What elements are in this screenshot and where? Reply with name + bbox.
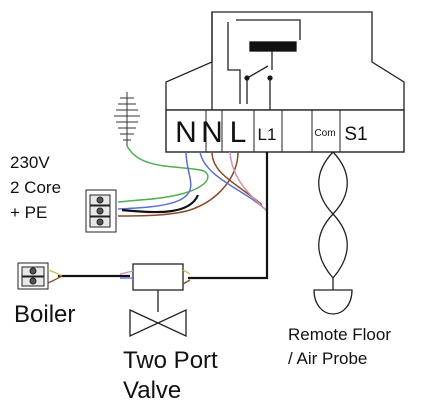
probe-twist-right bbox=[332, 151, 348, 279]
probe-sensor bbox=[313, 289, 353, 315]
relay-contact-left bbox=[244, 75, 250, 81]
relay-coil bbox=[249, 41, 297, 52]
internal-wire-2 bbox=[227, 22, 241, 104]
boiler-connector bbox=[17, 262, 49, 290]
probe-twist-left bbox=[318, 151, 334, 279]
thermostat-housing bbox=[165, 11, 405, 111]
valve-body bbox=[129, 308, 187, 338]
wire-earth bbox=[117, 145, 209, 203]
terminal-l-label: L bbox=[230, 116, 247, 149]
wire-pink bbox=[229, 151, 269, 213]
valve-actuator bbox=[132, 263, 184, 291]
relay-contact-right bbox=[267, 75, 273, 81]
terminal-block: N N L L1 Com S1 bbox=[165, 109, 405, 153]
boiler-label: Boiler bbox=[14, 301, 75, 328]
valve-label-line2: Valve bbox=[123, 377, 181, 404]
supply-black-cable bbox=[121, 194, 200, 214]
terminal-n1-label: N bbox=[175, 116, 197, 149]
terminal-com-label: Com bbox=[314, 128, 335, 139]
probe-label-line2: / Air Probe bbox=[288, 349, 367, 368]
supply-core-label: 2 Core bbox=[10, 178, 61, 197]
wire-neutral bbox=[117, 151, 192, 210]
terminal-s1-label: S1 bbox=[344, 124, 367, 145]
wire-live bbox=[117, 151, 239, 217]
valve-label-line1: Two Port bbox=[123, 347, 218, 374]
relay-switch-blade bbox=[248, 65, 269, 78]
internal-wire-3 bbox=[236, 19, 301, 40]
valve-wires bbox=[119, 269, 191, 285]
l1-to-valve-cable bbox=[188, 152, 269, 280]
probe-cable bbox=[318, 151, 348, 279]
thermostat-module bbox=[165, 11, 405, 112]
supply-wires bbox=[117, 145, 269, 217]
two-port-valve bbox=[129, 263, 187, 338]
probe-label-line1: Remote Floor bbox=[288, 325, 391, 344]
boiler-wires bbox=[47, 269, 63, 284]
black-cables bbox=[58, 152, 269, 280]
terminal-n2-label: N bbox=[201, 116, 223, 149]
earth-symbol bbox=[114, 92, 140, 146]
supply-voltage-label: 230V bbox=[10, 153, 50, 172]
supply-connector bbox=[85, 189, 117, 233]
terminal-l1-label: L1 bbox=[258, 125, 277, 144]
supply-pe-label: + PE bbox=[10, 203, 47, 222]
